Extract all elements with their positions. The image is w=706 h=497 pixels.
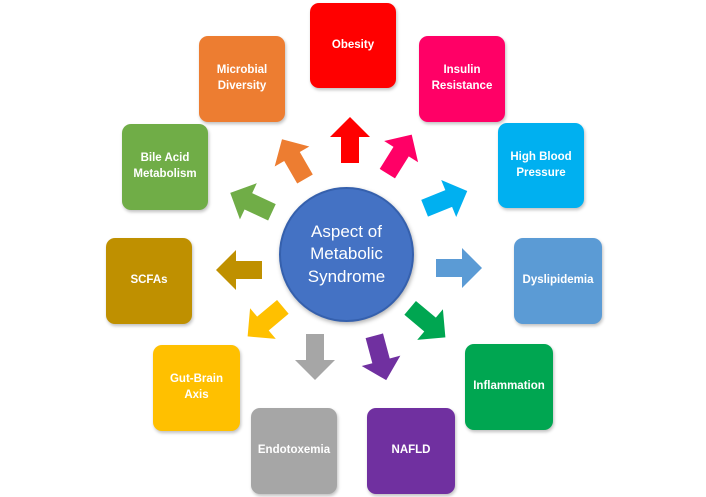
center-label: Aspect of Metabolic Syndrome <box>307 222 386 286</box>
node-bile-acid-metabolism-label-1: Bile Acid <box>140 152 190 165</box>
node-scfas: SCFAs <box>106 238 192 324</box>
node-insulin-resistance-label-1: Insulin <box>443 64 481 77</box>
node-microbial-diversity: Microbial Diversity <box>199 36 285 122</box>
node-bile-acid-metabolism: Bile Acid Metabolism <box>122 124 208 210</box>
node-inflammation-label-1: Inflammation <box>473 380 545 393</box>
node-microbial-diversity-label-1: Microbial <box>216 64 268 77</box>
node-dyslipidemia-label-1: Dyslipidemia <box>522 274 594 287</box>
arrow-inflammation <box>404 300 446 340</box>
node-bile-acid-metabolism-label-2: Metabolism <box>133 168 197 180</box>
arrow-gut-brain-axis <box>247 299 289 339</box>
arrow-high-blood-pressure <box>421 179 468 218</box>
node-inflammation: Inflammation <box>465 344 553 430</box>
node-scfas-label-1: SCFAs <box>130 274 168 287</box>
node-endotoxemia-label-1: Endotoxemia <box>257 444 331 457</box>
arrow-obesity <box>330 117 370 163</box>
node-gut-brain-axis: Gut-Brain Axis <box>153 345 240 431</box>
center-circle: Aspect of Metabolic Syndrome <box>279 187 414 322</box>
node-insulin-resistance: Insulin Resistance <box>419 36 505 122</box>
node-endotoxemia: Endotoxemia <box>251 408 337 494</box>
node-obesity-label-1: Obesity <box>331 38 375 51</box>
arrow-dyslipidemia <box>436 248 482 288</box>
node-dyslipidemia: Dyslipidemia <box>514 238 602 324</box>
arrow-microbial-diversity <box>274 139 313 184</box>
node-nafld-label-1: NAFLD <box>391 444 431 457</box>
node-obesity: Obesity <box>310 3 396 88</box>
arrow-nafld <box>361 333 401 381</box>
node-microbial-diversity-label-2: Diversity <box>217 80 267 92</box>
node-nafld: NAFLD <box>367 408 455 494</box>
node-high-blood-pressure-label-2: Pressure <box>516 166 566 179</box>
node-insulin-resistance-label-2: Resistance <box>431 80 493 92</box>
arrow-endotoxemia <box>295 334 335 380</box>
node-gut-brain-axis-label-2: Axis <box>184 389 209 401</box>
arrow-bile-acid-metabolism <box>230 183 276 221</box>
node-high-blood-pressure: High Blood Pressure <box>498 123 584 208</box>
node-high-blood-pressure-label-1: High Blood <box>510 150 572 163</box>
node-gut-brain-axis-label-1: Gut-Brain <box>169 373 224 386</box>
arrow-scfas <box>216 250 262 290</box>
arrow-insulin-resistance <box>379 134 419 179</box>
